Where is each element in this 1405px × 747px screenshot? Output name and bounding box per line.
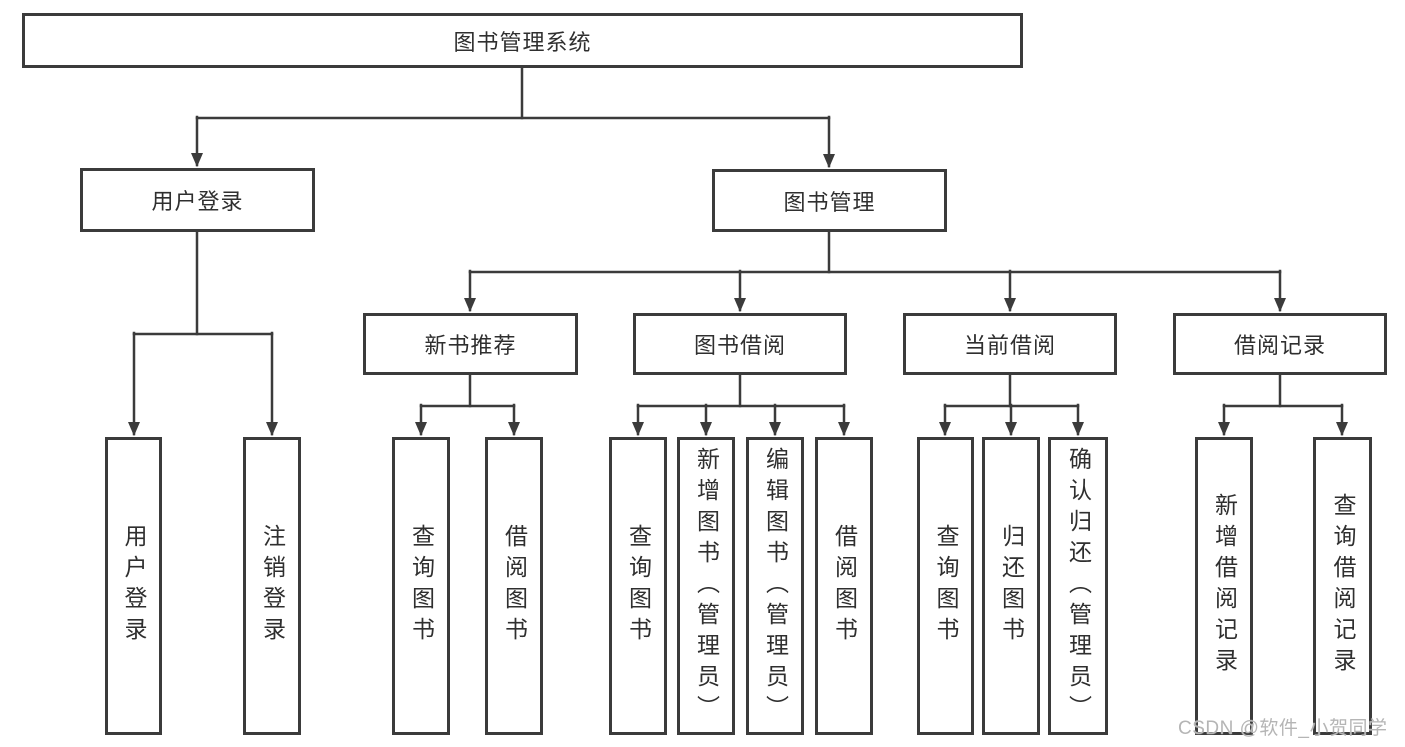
leaf-query-books-current: 查询图书 xyxy=(917,437,974,735)
leaf-query-borrow-record: 查询借阅记录 xyxy=(1313,437,1372,735)
node-new-book-recommend: 新书推荐 xyxy=(363,313,578,375)
leaf-add-borrow-record: 新增借阅记录 xyxy=(1195,437,1253,735)
node-library-management-system: 图书管理系统 xyxy=(22,13,1023,68)
leaf-return-book: 归还图书 xyxy=(982,437,1040,735)
connector-user-login xyxy=(128,230,278,436)
connector-root xyxy=(191,66,835,168)
node-book-borrow: 图书借阅 xyxy=(633,313,847,375)
connector-book-management xyxy=(464,230,1286,312)
connector-book-borrow xyxy=(632,373,850,436)
leaf-borrow-books-recommend: 借阅图书 xyxy=(485,437,543,735)
connector-new-book-recommend xyxy=(415,373,520,436)
node-book-management: 图书管理 xyxy=(712,169,947,232)
node-borrow-record: 借阅记录 xyxy=(1173,313,1387,375)
connector-current-borrow xyxy=(939,373,1084,436)
leaf-query-books-recommend: 查询图书 xyxy=(392,437,450,735)
leaf-edit-book-admin: 编辑图书（管理员） xyxy=(746,437,804,735)
leaf-user-login: 用户登录 xyxy=(105,437,162,735)
leaf-borrow-books: 借阅图书 xyxy=(815,437,873,735)
leaf-confirm-return-admin: 确认归还（管理员） xyxy=(1048,437,1108,735)
leaf-add-book-admin: 新增图书（管理员） xyxy=(677,437,735,735)
leaf-query-books-borrow: 查询图书 xyxy=(609,437,667,735)
csdn-watermark: CSDN @软件_小贺同学 xyxy=(1178,718,1388,739)
node-current-borrow: 当前借阅 xyxy=(903,313,1117,375)
leaf-logout: 注销登录 xyxy=(243,437,301,735)
connector-borrow-record xyxy=(1218,373,1348,436)
node-user-login: 用户登录 xyxy=(80,168,315,232)
